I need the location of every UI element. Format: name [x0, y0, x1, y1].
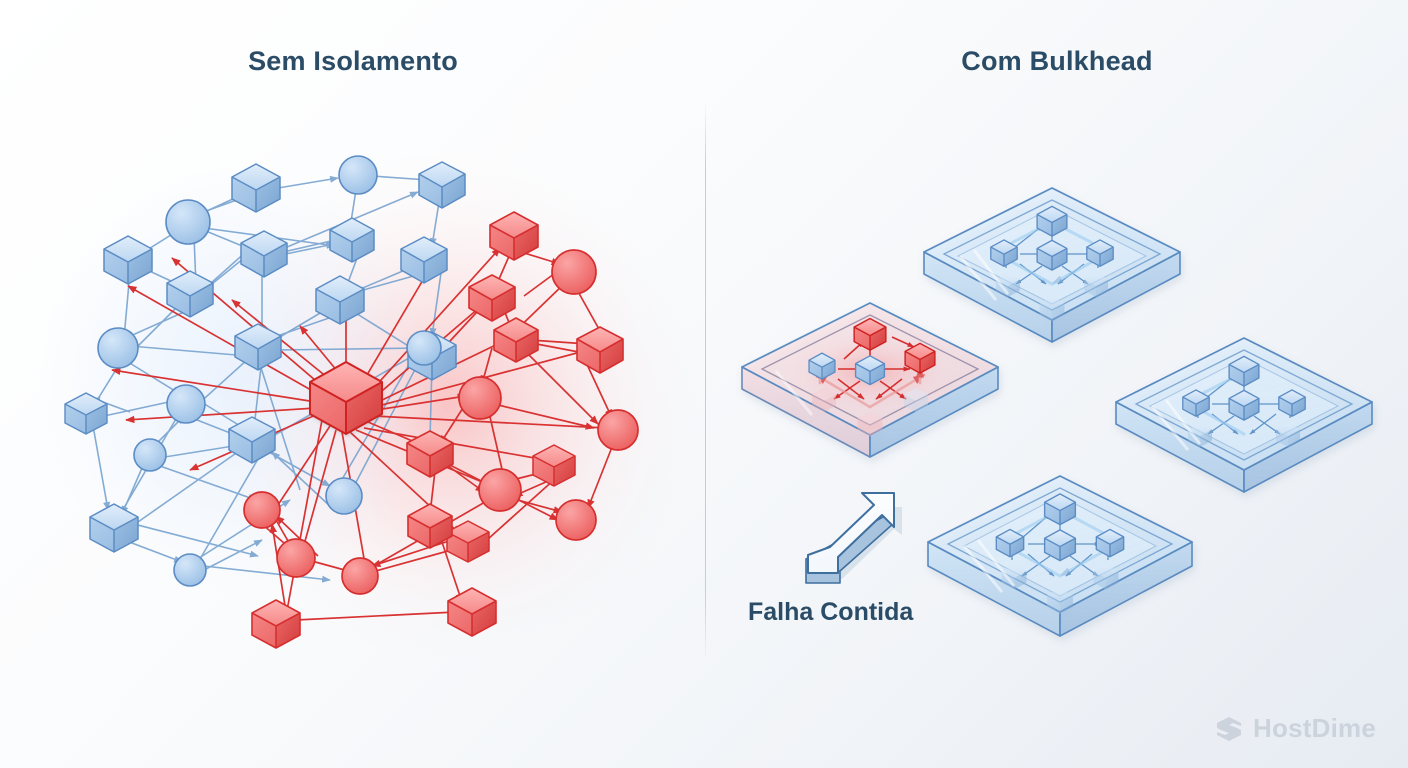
caption-falha-contida: Falha Contida: [748, 598, 914, 626]
cube-node: [64, 392, 108, 435]
red-cube-nodes: [251, 211, 624, 649]
circle-node: [338, 155, 378, 195]
cube-node: [315, 275, 365, 325]
cube-node: [240, 230, 288, 278]
inner-cube: [1043, 529, 1077, 562]
blue-cube-nodes: [64, 161, 466, 553]
inner-cube: [1036, 205, 1068, 237]
panel-title-left: Sem Isolamento: [248, 46, 458, 76]
inner-cube-faded: [1084, 273, 1108, 297]
cube-node: [166, 270, 214, 318]
bulkhead-compartment-failed: [741, 302, 999, 458]
inner-cube-faded: [812, 388, 836, 412]
bulkhead-compartment-top: [923, 187, 1181, 343]
arrow-face: [807, 492, 895, 574]
failed-cube-node: [406, 430, 454, 478]
failed-circle-node: [478, 468, 522, 512]
cube-node: [329, 217, 375, 263]
inner-cube: [995, 528, 1025, 558]
failed-inner-cube: [904, 342, 936, 374]
failed-circle-node: [341, 557, 379, 595]
failed-cube-node: [447, 587, 497, 637]
panel-title-right: Com Bulkhead: [961, 46, 1153, 76]
blue-circle-nodes: [97, 155, 442, 587]
inner-cube: [1043, 493, 1077, 526]
compartment-inner-rim: [1134, 349, 1354, 461]
failed-circle-node: [555, 499, 597, 541]
circle-node: [133, 438, 167, 472]
inner-cube-faded: [1047, 588, 1073, 615]
hostdime-hexagon-icon: [1217, 716, 1242, 741]
cube-node: [234, 323, 282, 371]
cube-node: [231, 163, 281, 213]
failed-circle-node: [458, 376, 502, 420]
failed-cube-node: [489, 211, 539, 261]
failed-cube-node: [407, 503, 453, 549]
glass-highlight: [774, 370, 814, 416]
panel-divider: [705, 100, 706, 662]
glass-highlight: [962, 539, 1016, 593]
inner-cube-faded: [1039, 296, 1065, 322]
glass-highlight: [958, 249, 1010, 301]
cube-node: [103, 235, 153, 285]
inner-cube: [808, 352, 836, 380]
inner-cube-faded: [1093, 564, 1119, 590]
failed-cube-node: [493, 317, 539, 363]
failed-cube-node: [446, 520, 490, 563]
brand-name: HostDime: [1253, 713, 1376, 743]
failed-cube-node: [532, 444, 576, 487]
failed-circle-node: [276, 538, 316, 578]
panel-right-bulkheads: [741, 187, 1373, 637]
cube-node: [228, 416, 276, 464]
inner-cube-faded: [1276, 423, 1300, 447]
inner-cube: [990, 239, 1018, 267]
inner-cube: [854, 355, 886, 386]
inner-cube: [1095, 528, 1125, 558]
panel-left-network: [40, 150, 700, 660]
bulkhead-compartment-bottom: [927, 475, 1193, 637]
inner-cube: [1228, 355, 1260, 387]
failed-circle-node: [243, 491, 281, 529]
red-circle-nodes: [243, 249, 639, 595]
inner-cube-faded: [1188, 423, 1212, 447]
inner-cube: [1086, 239, 1114, 267]
circle-node: [173, 553, 207, 587]
failed-inner-cube: [853, 317, 887, 351]
failed-cube-node: [576, 326, 624, 374]
circle-node: [406, 330, 442, 366]
failed-circle-node: [597, 409, 639, 451]
failed-cube-node: [251, 599, 301, 649]
inner-cube: [1182, 389, 1210, 417]
inner-cube: [1278, 389, 1306, 417]
cube-node: [418, 161, 466, 209]
inner-cube-faded: [1001, 564, 1027, 590]
inner-cube-faded: [857, 411, 883, 437]
inner-cube-faded: [904, 388, 928, 412]
failed-circle-node: [551, 249, 597, 295]
cube-node: [89, 503, 139, 553]
cube-node: [400, 236, 448, 284]
circle-node: [97, 327, 139, 369]
circle-node: [166, 384, 206, 424]
circle-node: [325, 477, 363, 515]
inner-cube: [1228, 389, 1260, 421]
inner-cube: [1036, 239, 1068, 271]
failed-cube-node: [468, 274, 516, 322]
circle-node: [165, 199, 211, 245]
glass-highlight: [1150, 399, 1202, 451]
arrow-up-right-3d-icon: [805, 492, 902, 584]
bulkhead-compartment-right: [1115, 337, 1373, 493]
failure-origin-cube: [309, 361, 383, 435]
brand-watermark: HostDime: [1214, 713, 1376, 744]
inner-cube-faded: [996, 273, 1020, 297]
